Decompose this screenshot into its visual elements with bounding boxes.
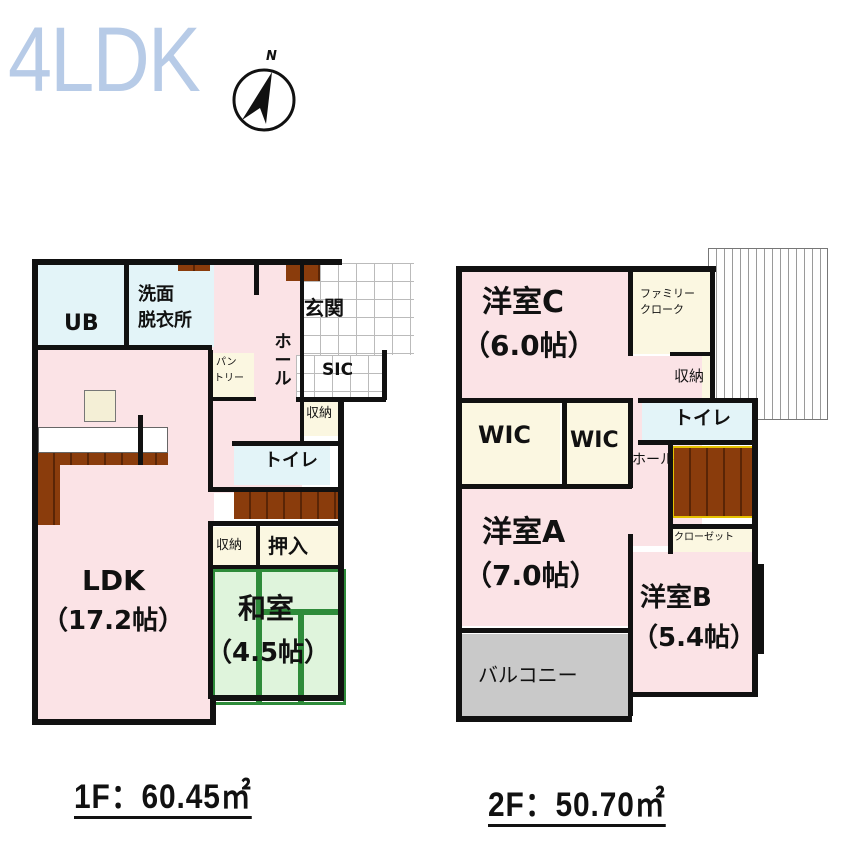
label-ldk-size: （17.2帖）: [42, 606, 185, 636]
room-closet: [672, 528, 754, 552]
label-hall-1f: ホール: [274, 332, 292, 390]
room-sic: [296, 355, 386, 397]
label-storage-2f: 収納: [674, 367, 705, 385]
label-sic: SIC: [322, 360, 354, 380]
label-room-c: 洋室C: [482, 285, 565, 320]
label-ub: UB: [64, 311, 99, 336]
room-toilet-1f: [234, 445, 330, 485]
room-wic1: [460, 402, 560, 484]
label-room-c-size: （6.0帖）: [462, 329, 596, 362]
label-room-a: 洋室A: [482, 515, 566, 550]
label-washitsu-size: （4.5帖）: [206, 638, 331, 668]
room-toilet-2f: [642, 402, 752, 442]
floor2-area: 2F：50.70㎡: [488, 787, 666, 827]
label-wic2: WIC: [570, 428, 619, 453]
label-closet: クローゼット: [674, 532, 734, 543]
balcony: [460, 634, 630, 718]
floor-plan-2f: 洋室C （6.0帖） ファミリー クローク 収納 トイレ WIC WIC ホール…: [452, 244, 842, 724]
label-storage-1f: 収納: [306, 406, 333, 421]
floor-plan-1f: UB 洗面 脱衣所 玄関 ホール SIC パン トリー 収納 トイレ 収納 押入…: [28, 255, 428, 735]
label-oshiire: 押入: [268, 534, 308, 558]
label-family-cloak-2: クローク: [640, 303, 684, 316]
room-ub: [36, 263, 126, 347]
room-oshiire: [258, 527, 340, 567]
room-wic2: [566, 402, 628, 484]
room-storage-1f: [304, 400, 342, 436]
label-balcony: バルコニー: [478, 663, 578, 687]
label-washitsu: 和室: [238, 592, 295, 625]
room-washitsu: [212, 569, 340, 699]
room-family-cloak: [632, 270, 712, 354]
room-a: [460, 488, 630, 626]
label-toilet-2f: トイレ: [674, 407, 732, 429]
room-c: [458, 270, 630, 398]
kitchen-counter: [38, 427, 168, 453]
label-entrance: 玄関: [304, 296, 344, 320]
label-room-a-size: （7.0帖）: [464, 559, 598, 592]
label-room-b-size: （5.4帖）: [632, 623, 757, 653]
room-storage2-1f: [212, 527, 258, 567]
layout-type-title: 4LDK: [8, 9, 201, 111]
stairs-1f: [234, 487, 340, 519]
room-pantry: [212, 353, 254, 398]
floor1-area: 1F：60.45㎡: [74, 779, 252, 819]
floor-hatch: [84, 390, 116, 422]
label-pantry-2: トリー: [214, 373, 244, 384]
label-ldk: LDK: [82, 564, 145, 597]
label-washroom-1: 洗面: [138, 284, 174, 305]
label-toilet-1f: トイレ: [264, 450, 318, 471]
label-pantry-1: パン: [216, 357, 237, 368]
label-wic1: WIC: [478, 421, 532, 449]
roof-deck: [708, 248, 828, 420]
north-arrow-icon: N: [228, 44, 300, 134]
room-entrance: [302, 263, 414, 355]
label-room-b: 洋室B: [640, 583, 712, 613]
svg-text:N: N: [266, 49, 277, 64]
label-storage2-1f: 収納: [216, 538, 243, 553]
room-b: [632, 552, 754, 692]
label-family-cloak-1: ファミリー: [640, 287, 695, 300]
label-washroom-2: 脱衣所: [138, 310, 192, 331]
stairs-2f: [672, 446, 754, 518]
label-hall-2f: ホール: [632, 452, 674, 468]
